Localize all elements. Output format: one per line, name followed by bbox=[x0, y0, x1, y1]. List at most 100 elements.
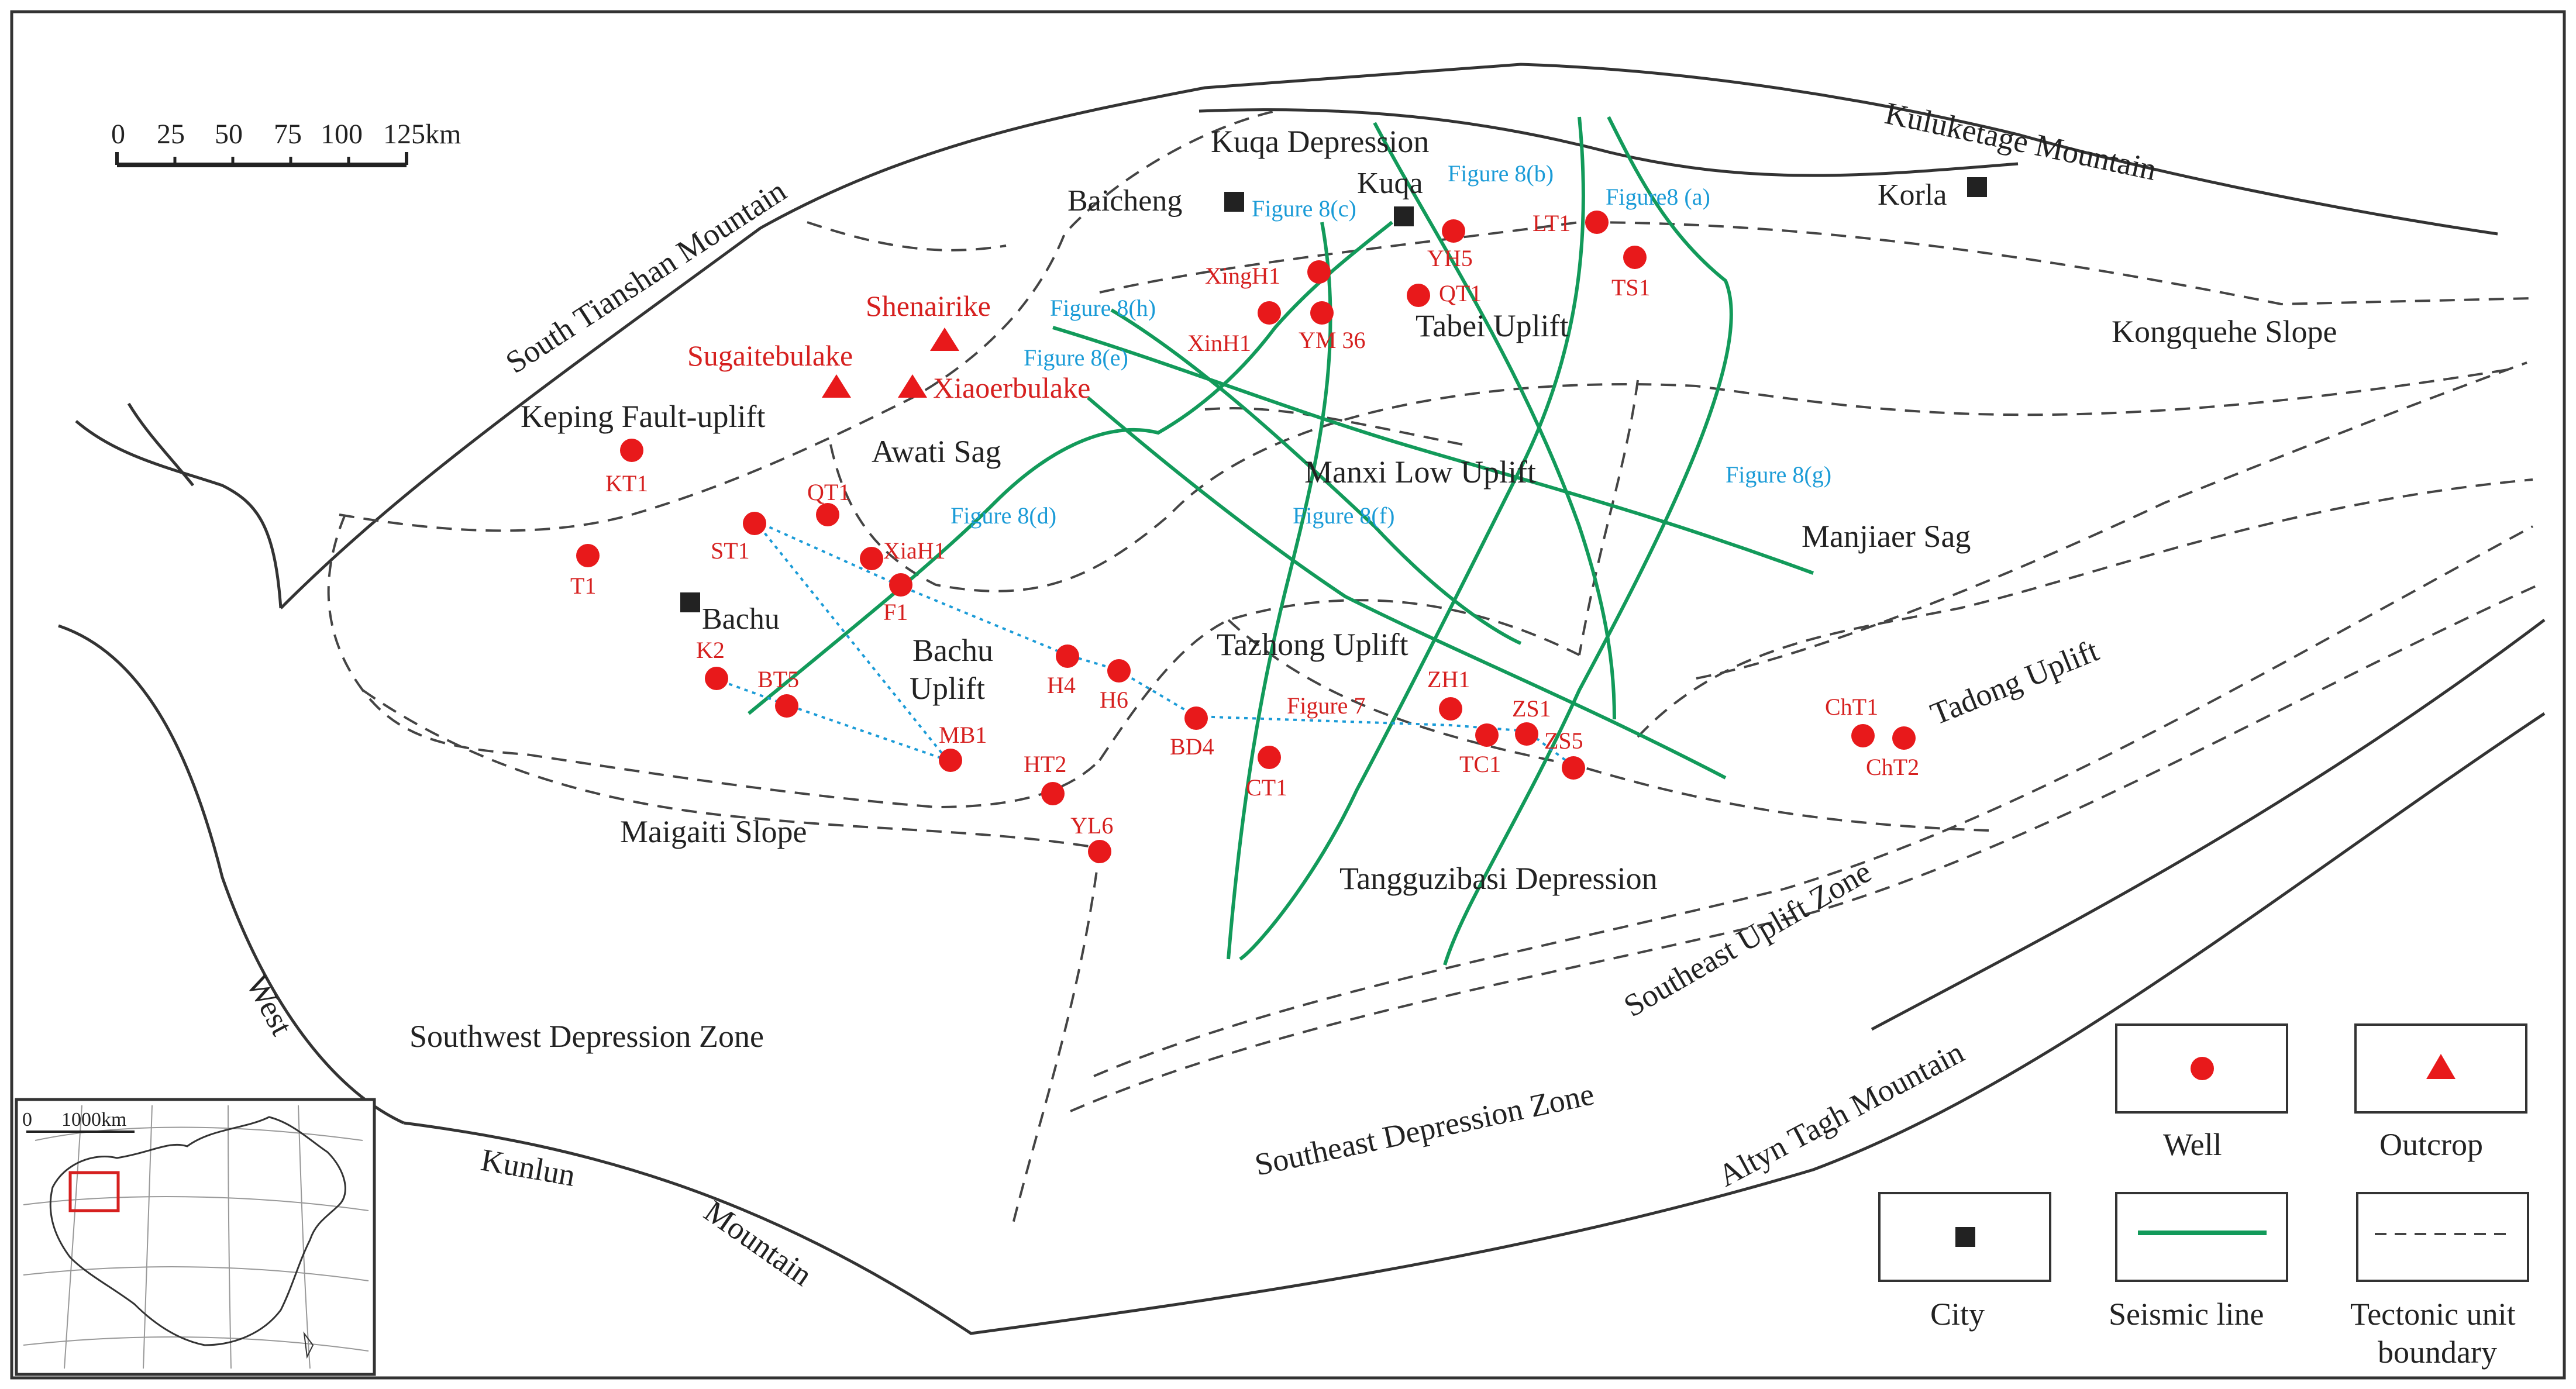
city-label-korla: Korla bbox=[1878, 178, 1947, 212]
well-label-tc1: TC1 bbox=[1459, 751, 1501, 777]
tectonic-boundaries bbox=[327, 110, 2539, 1229]
scale-tick-100: 100 bbox=[321, 119, 363, 150]
well-label-ht2: HT2 bbox=[1024, 751, 1066, 777]
well-marker-kt1 bbox=[620, 439, 643, 462]
southeast-margin bbox=[1871, 619, 2546, 1031]
well-label-xiah1: XiaH1 bbox=[883, 537, 946, 564]
well-label-f1: F1 bbox=[883, 599, 908, 625]
inset-map: 0 1000km bbox=[15, 1098, 376, 1376]
boundary-maigaiti bbox=[361, 689, 1100, 849]
boundary-manjiaer-west bbox=[1578, 380, 1639, 656]
outcrop-marker-shenairike bbox=[930, 328, 959, 351]
legend: Well Outcrop City Seismic line Tectonic … bbox=[1878, 1023, 2529, 1370]
well-label-zs1: ZS1 bbox=[1512, 695, 1551, 722]
well-marker-cht2 bbox=[1892, 726, 1916, 750]
kuqa-margin bbox=[1199, 108, 2019, 177]
label-bachu-uplift-1: Bachu bbox=[912, 633, 993, 668]
label-tabei: Tabei Uplift bbox=[1416, 308, 1569, 343]
inset-country-outline bbox=[49, 1116, 346, 1346]
boundary-tabei-south bbox=[829, 367, 2516, 592]
well-label-yh5: YH5 bbox=[1427, 245, 1473, 271]
profile-st1-mb1 bbox=[753, 519, 949, 761]
legend-label-outcrop: Outcrop bbox=[2379, 1127, 2483, 1162]
legend-city-marker bbox=[1955, 1227, 1975, 1247]
profile-k2-mb1 bbox=[713, 677, 948, 761]
scale-tick-75: 75 bbox=[274, 119, 302, 150]
well-marker-bt5 bbox=[775, 694, 798, 718]
inset-scale-zero: 0 bbox=[22, 1109, 32, 1130]
figure-label-8a: Figure8 (a) bbox=[1606, 184, 1710, 210]
well-label-ym36: YM 36 bbox=[1299, 327, 1365, 353]
figure-label-8e: Figure 8(e) bbox=[1024, 344, 1128, 371]
boundary-manjiaer-south bbox=[1696, 361, 2527, 680]
legend-label-boundary-2: boundary bbox=[2378, 1335, 2497, 1370]
well-marker-bd4 bbox=[1184, 706, 1208, 730]
legend-label-seismic: Seismic line bbox=[2109, 1297, 2264, 1332]
city-marker-kuqa bbox=[1394, 206, 1414, 226]
scale-tick-25: 25 bbox=[157, 119, 185, 150]
outcrop-marker-sugaitebulake bbox=[822, 374, 851, 398]
well-label-zs5: ZS5 bbox=[1544, 728, 1583, 754]
well-marker-zh1 bbox=[1439, 697, 1462, 721]
boundary-tazhong-north bbox=[1098, 599, 1580, 761]
legend-outcrop-marker bbox=[2426, 1054, 2456, 1079]
well-marker-xingh1 bbox=[1307, 260, 1331, 284]
scale-tick-125km: 125km bbox=[383, 119, 461, 150]
west-margin bbox=[58, 624, 405, 1125]
well-label-bd4: BD4 bbox=[1170, 733, 1214, 760]
label-manjiaer: Manjiaer Sag bbox=[1802, 519, 1971, 554]
well-label-h4: H4 bbox=[1047, 672, 1076, 698]
city-marker-korla bbox=[1967, 177, 1987, 197]
south-margin bbox=[403, 712, 2546, 1335]
well-label-qt1-n: QT1 bbox=[1439, 280, 1482, 306]
legend-label-city: City bbox=[1930, 1297, 1985, 1332]
outcrop-label-sugaitebulake: Sugaitebulake bbox=[687, 339, 853, 372]
scale-bar: 0 25 50 75 100 125km bbox=[111, 119, 461, 167]
city-label-kuqa: Kuqa bbox=[1357, 167, 1423, 200]
well-profile bbox=[713, 519, 1575, 767]
inset-island bbox=[303, 1331, 314, 1359]
figure-label-8b: Figure 8(b) bbox=[1448, 160, 1554, 187]
map-frame bbox=[10, 10, 2566, 1380]
well-marker-lt1 bbox=[1585, 211, 1609, 234]
legend-box-well bbox=[2115, 1023, 2288, 1114]
seismic-line-south bbox=[1239, 116, 1585, 961]
well-label-kt1: KT1 bbox=[605, 470, 648, 497]
well-label-h6: H6 bbox=[1100, 687, 1128, 713]
outcrop-marker-xiaoerbulake bbox=[898, 374, 927, 398]
boundary-southeast-uplift bbox=[1070, 584, 2539, 1112]
outcrops bbox=[822, 328, 959, 398]
legend-label-well: Well bbox=[2163, 1127, 2222, 1162]
label-tangguzibasi: Tangguzibasi Depression bbox=[1339, 861, 1658, 896]
well-marker-yh5 bbox=[1442, 219, 1465, 243]
inset-location-box bbox=[68, 1171, 120, 1212]
figure-label-7: Figure 7 bbox=[1287, 692, 1365, 719]
west-fault-1 bbox=[75, 420, 283, 609]
well-marker-zs1 bbox=[1515, 722, 1538, 746]
well-marker-mb1 bbox=[939, 749, 962, 772]
well-label-t1: T1 bbox=[570, 573, 596, 599]
boundary-tabei-north bbox=[1099, 220, 2533, 306]
boundary-southwest bbox=[1011, 847, 1101, 1229]
well-marker-k2 bbox=[705, 667, 728, 690]
well-label-qt1-w: QT1 bbox=[807, 479, 850, 505]
seismic-line-8a bbox=[1443, 116, 1733, 966]
label-awati: Awati Sag bbox=[872, 434, 1001, 469]
label-bachu-uplift-2: Uplift bbox=[910, 671, 985, 706]
well-label-st1: ST1 bbox=[711, 537, 750, 564]
seismic-line-8c bbox=[1227, 222, 1332, 960]
well-label-lt1: LT1 bbox=[1532, 210, 1571, 236]
well-marker-zs5 bbox=[1562, 756, 1585, 780]
boundary-keping bbox=[339, 110, 1276, 532]
well-marker-cht1 bbox=[1851, 724, 1875, 747]
figure-label-8c: Figure 8(c) bbox=[1252, 195, 1356, 222]
well-marker-ts1 bbox=[1623, 246, 1647, 269]
well-marker-tc1 bbox=[1475, 723, 1499, 747]
city-label-baicheng: Baicheng bbox=[1067, 184, 1182, 218]
scale-tick-50: 50 bbox=[215, 119, 243, 150]
well-label-ct1: CT1 bbox=[1246, 774, 1287, 801]
label-maigaiti: Maigaiti Slope bbox=[620, 814, 807, 849]
label-manxi: Manxi Low Uplift bbox=[1304, 454, 1536, 490]
scale-tick-0: 0 bbox=[111, 119, 125, 150]
label-southwest-depression: Southwest Depression Zone bbox=[409, 1019, 764, 1054]
